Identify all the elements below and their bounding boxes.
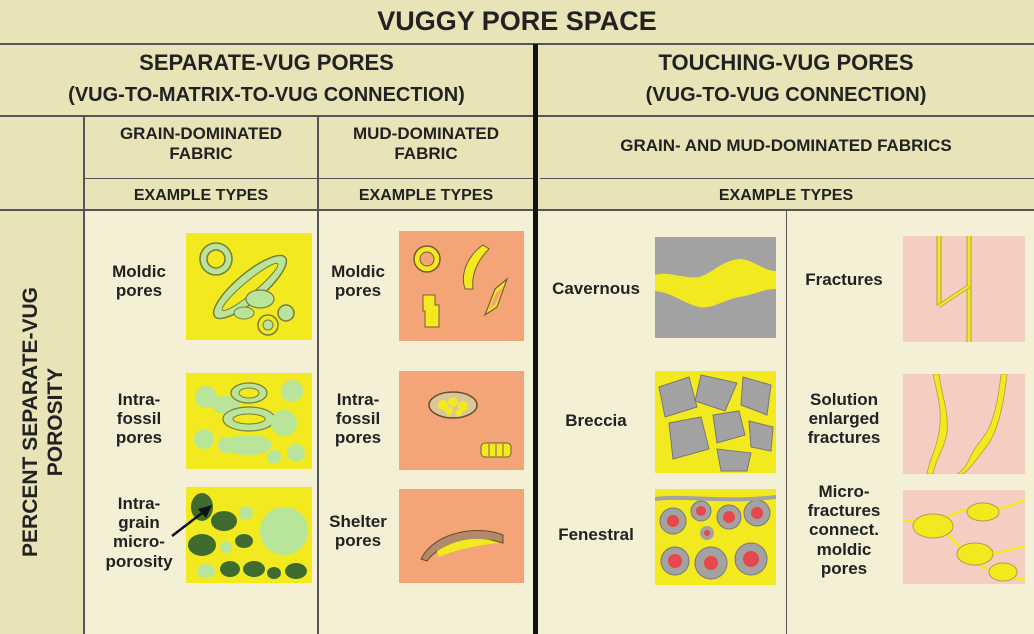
- divider-under-example-types: [0, 209, 1034, 211]
- mud-example-label-2: Intra- fossil pores: [322, 390, 394, 448]
- grain-dominated-fabric-heading: GRAIN-DOMINATED FABRIC: [85, 124, 317, 163]
- moldic-pores-mud-panel: [399, 231, 524, 341]
- solution-enlarged-fractures-panel: [903, 374, 1025, 474]
- intrafossil-pores-grain-panel: [186, 373, 312, 469]
- grain-example-label-2: Intra- fossil pores: [96, 390, 182, 448]
- divider-fabric-example-touching: [540, 178, 1034, 179]
- separate-vug-subheading: (VUG-TO-MATRIX-TO-VUG CONNECTION): [0, 84, 533, 107]
- divider-fabric-example-grain: [84, 178, 536, 179]
- example-types-mud-label: EXAMPLE TYPES: [319, 187, 533, 205]
- divider-under-groups: [0, 115, 1034, 117]
- cavernous-panel: [655, 237, 776, 338]
- fractures-panel: [903, 236, 1025, 342]
- grain-and-mud-fabrics-heading: GRAIN- AND MUD-DOMINATED FABRICS: [538, 136, 1034, 156]
- breccia-panel: [655, 371, 776, 473]
- separate-vug-heading: SEPARATE-VUG PORES: [0, 50, 533, 75]
- touching-left-label-2: Breccia: [540, 411, 652, 430]
- touching-right-label-1: Fractures: [792, 270, 896, 289]
- touching-left-label-3: Fenestral: [540, 525, 652, 544]
- mud-dominated-fabric-heading: MUD-DOMINATED FABRIC: [319, 124, 533, 163]
- touching-left-label-1: Cavernous: [540, 279, 652, 298]
- microporosity-pointer-arrow: [168, 500, 218, 540]
- percent-separate-vug-porosity-label: PERCENT SEPARATE-VUG POROSITY: [18, 222, 68, 622]
- divider-under-title: [0, 43, 1034, 45]
- example-types-grain-label: EXAMPLE TYPES: [85, 187, 317, 205]
- mud-example-label-1: Moldic pores: [322, 262, 394, 300]
- touching-vug-subheading: (VUG-TO-VUG CONNECTION): [538, 84, 1034, 107]
- divider-separate-touching: [533, 44, 538, 634]
- divider-cavernous-fractures: [786, 210, 787, 634]
- fenestral-panel: [655, 489, 776, 585]
- shelter-pores-panel: [399, 489, 524, 583]
- example-types-touching-label: EXAMPLE TYPES: [538, 187, 1034, 205]
- intrafossil-pores-mud-panel: [399, 371, 524, 470]
- page-title: VUGGY PORE SPACE: [0, 6, 1034, 37]
- touching-right-label-2: Solution enlarged fractures: [792, 390, 896, 448]
- mud-example-label-3: Shelter pores: [322, 512, 394, 550]
- touching-right-label-3: Micro- fractures connect. moldic pores: [792, 482, 896, 578]
- microfractures-moldic-pores-panel: [903, 490, 1025, 584]
- grain-example-label-1: Moldic pores: [96, 262, 182, 300]
- touching-vug-heading: TOUCHING-VUG PORES: [538, 50, 1034, 75]
- moldic-pores-grain-panel: [186, 233, 312, 340]
